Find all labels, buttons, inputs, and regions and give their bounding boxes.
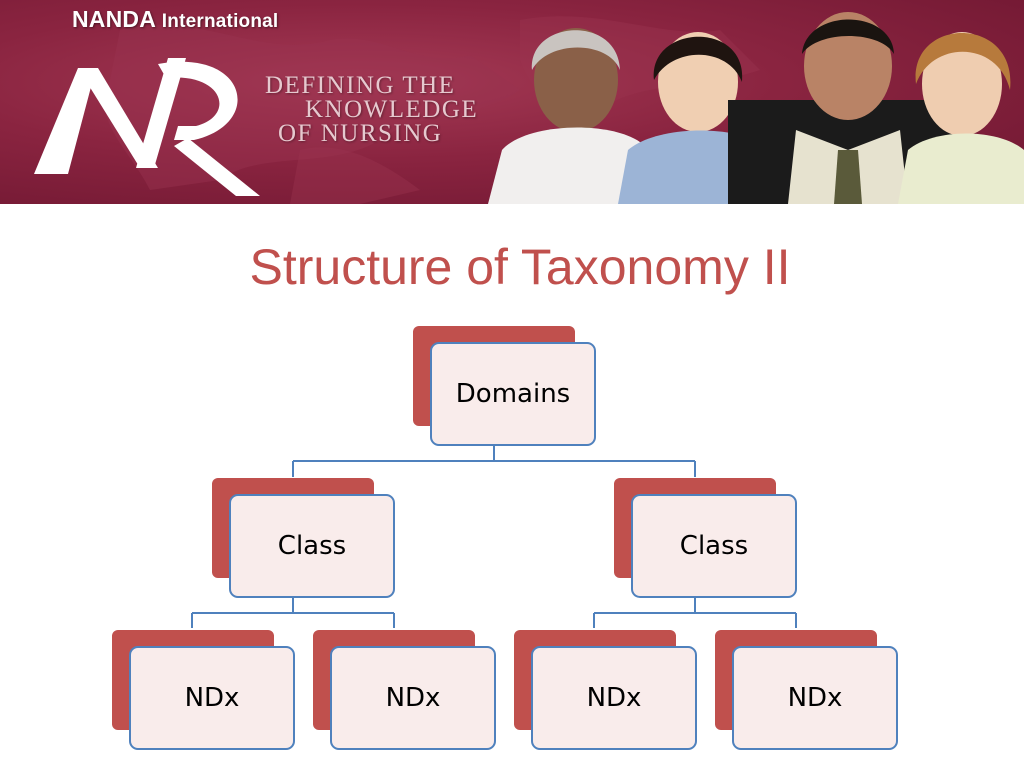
header-banner: NANDA International Defining the Knowled… [0, 0, 1024, 204]
ndx-label: NDx [385, 683, 441, 713]
domains-label: Domains [455, 379, 571, 409]
nursing-staff-photo [488, 12, 1024, 204]
class-node-right: Class [614, 478, 797, 598]
tagline-line-3: of Nursing [278, 120, 443, 147]
ndx-label: NDx [787, 683, 843, 713]
connector-lines [191, 445, 797, 628]
ndx-label: NDx [586, 683, 642, 713]
domains-node: Domains [413, 326, 596, 446]
class-node-left: Class [212, 478, 395, 598]
class-label: Class [277, 531, 347, 561]
tagline-line-1: Defining the [265, 72, 456, 99]
ndx-node-4: NDx [715, 630, 898, 750]
ndx-node-2: NDx [313, 630, 496, 750]
brand-suffix: International [161, 11, 279, 32]
class-label: Class [679, 531, 749, 561]
tagline-line-2: Knowledge [305, 96, 479, 123]
brand-name: NANDA International [72, 6, 278, 33]
ndx-node-1: NDx [112, 630, 295, 750]
slide-title: Structure of Taxonomy II [249, 239, 791, 295]
brand-primary: NANDA [72, 6, 156, 32]
ndx-node-3: NDx [514, 630, 697, 750]
nr-logo-icon [34, 58, 260, 196]
ndx-label: NDx [184, 683, 240, 713]
